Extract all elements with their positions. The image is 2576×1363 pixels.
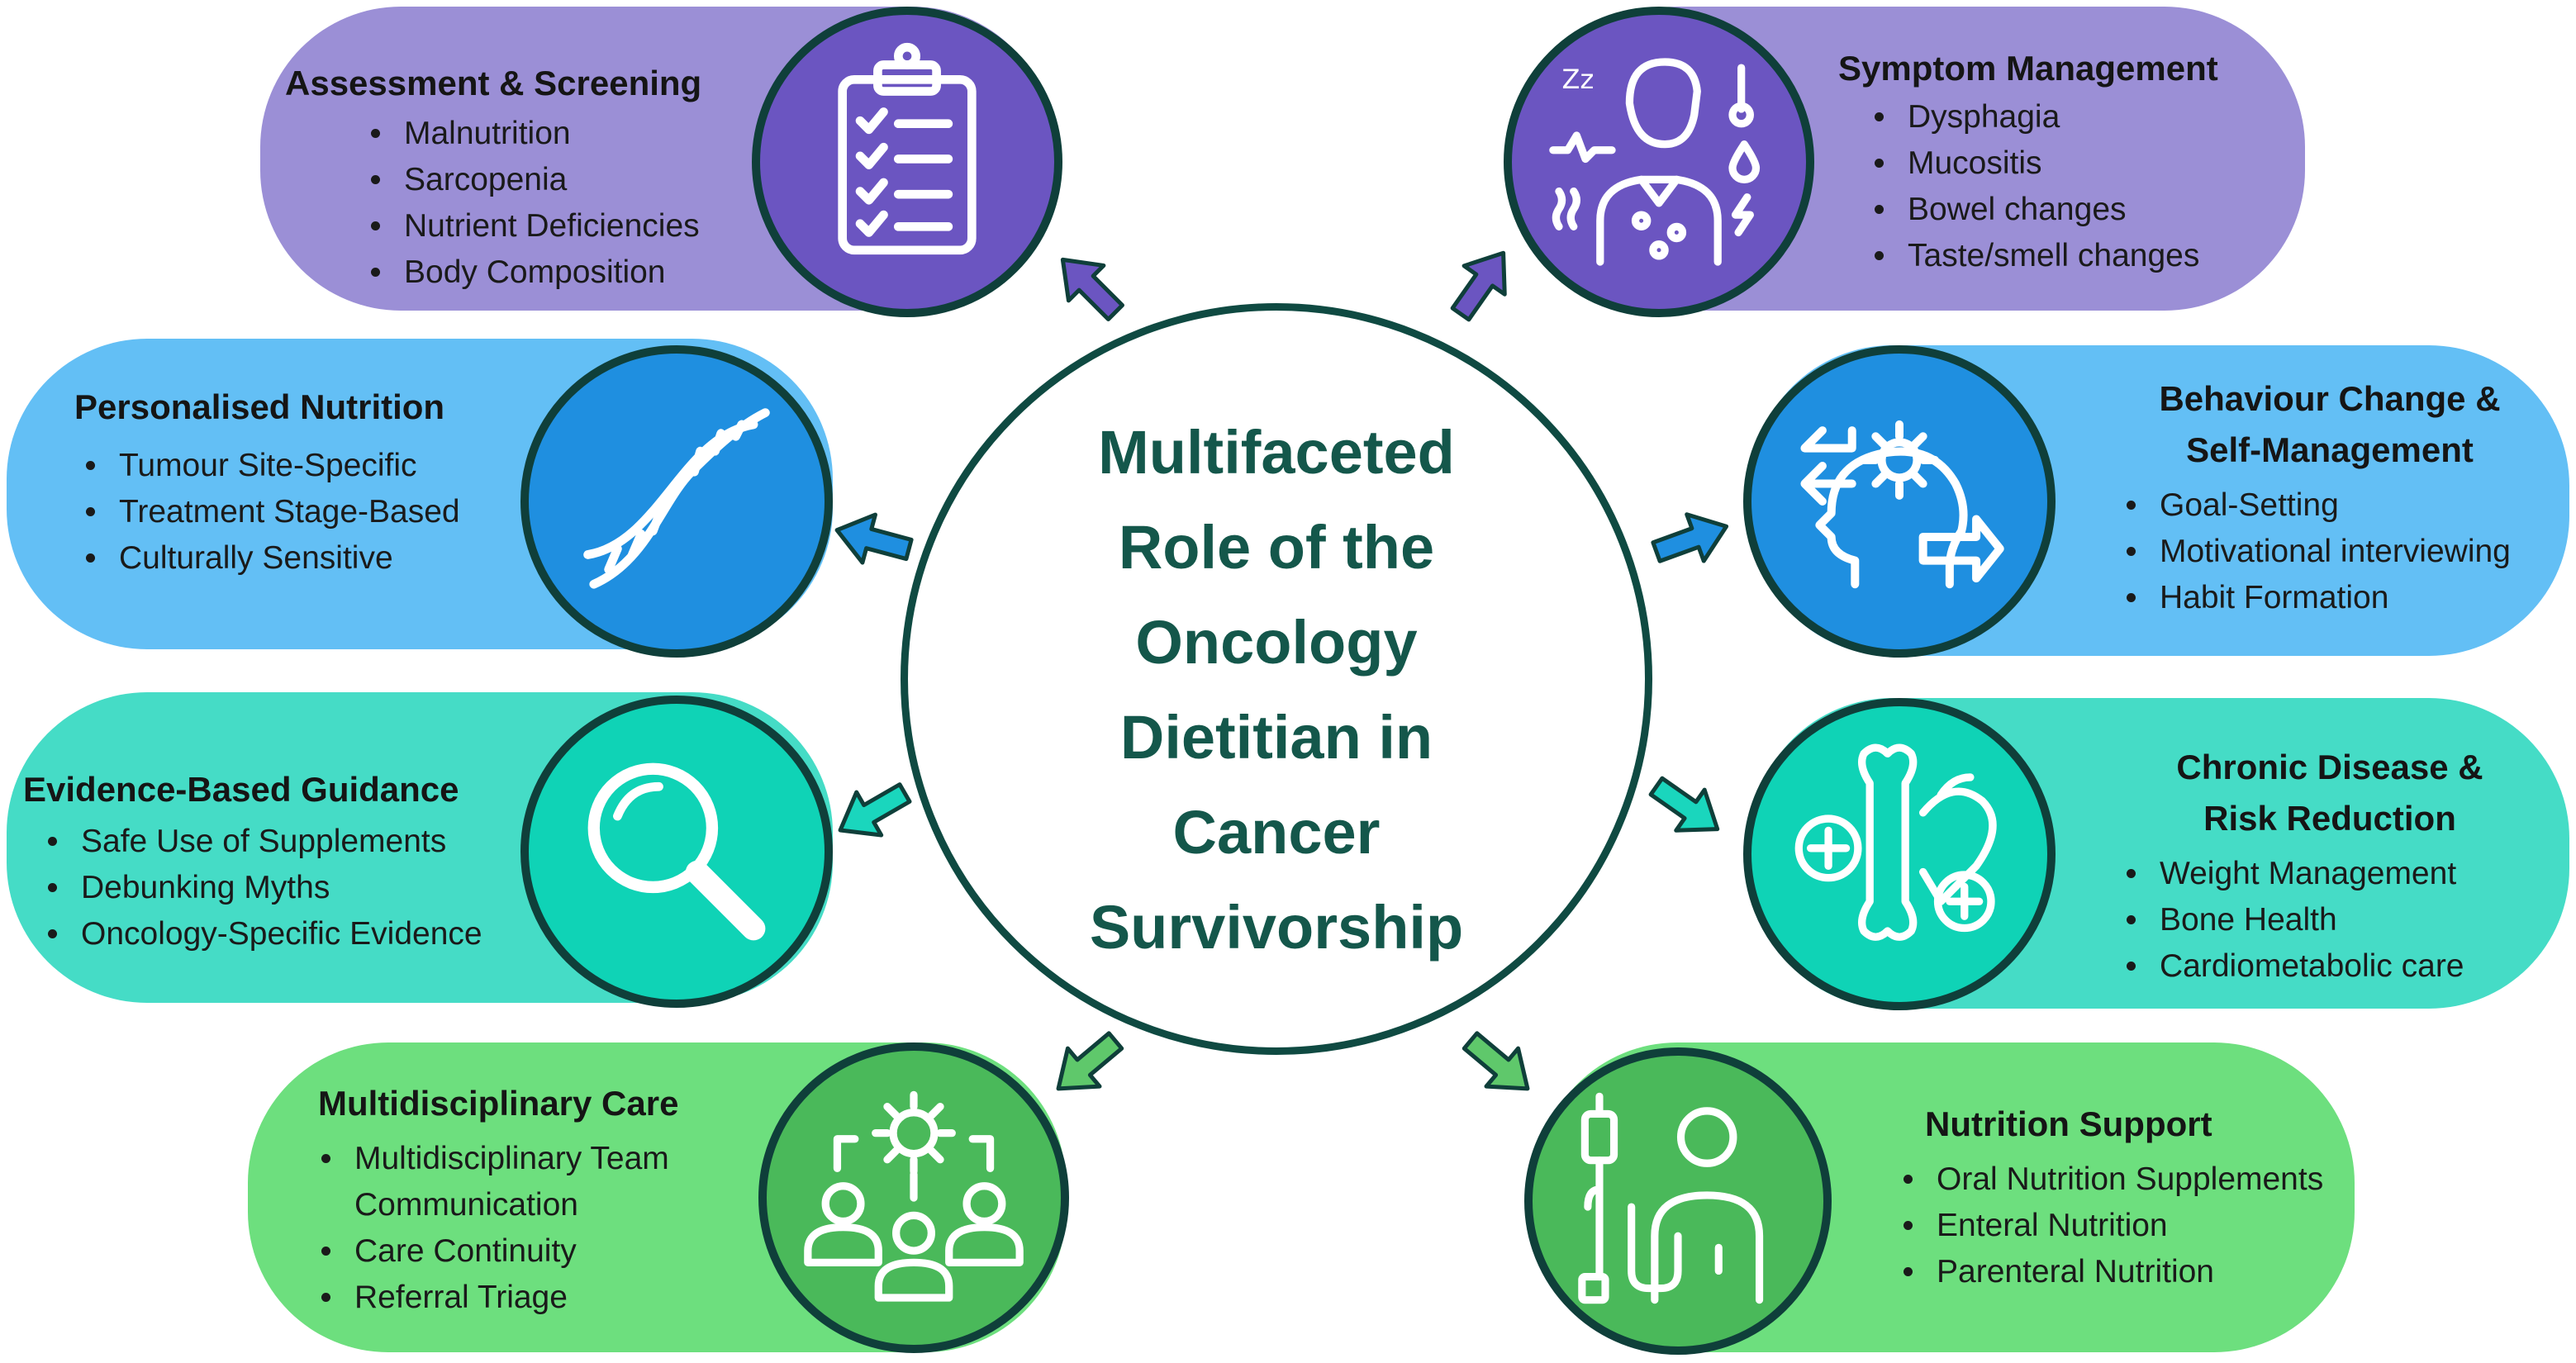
symptom-text: Symptom Management Dysphagia Mucositis B…: [1838, 43, 2284, 279]
multidisciplinary-title: Multidisciplinary Care: [318, 1084, 679, 1123]
list-item: Safe Use of Supplements: [45, 819, 502, 865]
list-item: Tumour Site-Specific: [83, 443, 504, 489]
arrow-to-symptom: [1440, 239, 1523, 328]
arrow-to-nutrition: [1455, 1022, 1544, 1108]
center-title-line: Survivorship: [1089, 893, 1464, 962]
svg-text:Zz: Zz: [1562, 64, 1595, 95]
list-item-continuation: Communication: [354, 1187, 578, 1223]
list-item: Referral Triage: [318, 1275, 748, 1321]
list-item: Goal-Setting: [2123, 482, 2536, 529]
center-title-line: Dietitian in: [1119, 703, 1433, 772]
list-item: Debunking Myths: [45, 865, 502, 911]
list-item: Weight Management: [2123, 851, 2536, 897]
list-item: Nutrient Deficiencies: [368, 203, 748, 249]
list-item: Malnutrition: [368, 111, 748, 157]
list-item: Cardiometabolic care: [2123, 943, 2536, 990]
list-item: Culturally Sensitive: [83, 535, 504, 582]
list-item: Enteral Nutrition: [1900, 1203, 2346, 1249]
evidence-title: Evidence-Based Guidance: [23, 770, 459, 809]
list-item: Motivational interviewing: [2123, 529, 2536, 575]
head-gear-arrows-icon: [1800, 420, 2004, 589]
symptom-icon-circle: Zz: [1504, 7, 1814, 317]
evidence-icon-circle: [520, 696, 833, 1008]
assessment-text: Assessment & Screening Malnutrition Sarc…: [285, 58, 748, 296]
list-item: Multidisciplinary Team: [318, 1136, 748, 1182]
arrow-to-assessment: [1045, 242, 1133, 330]
multidisciplinary-icon-circle: [758, 1042, 1069, 1353]
behaviour-icon-circle: [1743, 345, 2056, 658]
list-item: Care Continuity: [318, 1228, 748, 1275]
arrow-to-evidence: [828, 772, 917, 852]
dna-icon: [583, 408, 770, 589]
list-item: Oncology-Specific Evidence: [45, 911, 502, 957]
behaviour-title-line-1: Behaviour Change &: [2159, 379, 2501, 418]
personalised-icon-circle: [520, 345, 833, 658]
symptom-title: Symptom Management: [1838, 49, 2218, 88]
assessment-title: Assessment & Screening: [285, 64, 702, 102]
behaviour-title-line-2: Self-Management: [2186, 430, 2474, 469]
list-item: Dysphagia: [1871, 94, 2284, 140]
chronic-text: Chronic Disease & Risk Reduction Weight …: [2123, 742, 2536, 990]
center-title-line: Oncology: [1135, 608, 1418, 677]
list-item: Mucositis: [1871, 140, 2284, 187]
center-title: Multifaceted Role of the Oncology Dietit…: [934, 405, 1619, 975]
list-item: Oral Nutrition Supplements: [1900, 1156, 2346, 1203]
team-gear-icon: [804, 1090, 1024, 1302]
center-title-line: Role of the: [1118, 513, 1435, 582]
list-item: Sarcopenia: [368, 157, 748, 203]
arrow-to-personalised: [830, 506, 915, 573]
nutrition-text: Nutrition Support Oral Nutrition Supplem…: [1900, 1099, 2346, 1295]
assessment-icon-circle: [752, 7, 1062, 317]
chronic-icon-circle: [1743, 698, 2056, 1010]
center-circle: [901, 303, 1652, 1055]
arrow-to-behaviour: [1648, 503, 1735, 575]
magnifying-glass-icon: [587, 762, 766, 941]
list-item: Treatment Stage-Based: [83, 489, 504, 535]
evidence-text: Evidence-Based Guidance Safe Use of Supp…: [23, 764, 502, 957]
arrow-to-chronic: [1642, 766, 1732, 849]
nutrition-title: Nutrition Support: [1925, 1104, 2212, 1143]
bone-heart-icon: [1794, 743, 1997, 941]
list-item: Body Composition: [368, 249, 748, 296]
list-item: Habit Formation: [2123, 575, 2536, 621]
chronic-title-line-1: Chronic Disease &: [2176, 748, 2483, 786]
list-item: Parenteral Nutrition: [1900, 1249, 2346, 1295]
list-item: Bone Health: [2123, 897, 2536, 943]
personalised-title: Personalised Nutrition: [74, 387, 445, 426]
nutrition-icon-circle: [1524, 1047, 1832, 1355]
iv-drip-patient-icon: [1578, 1092, 1764, 1304]
arrow-to-multidisciplinary: [1043, 1022, 1132, 1108]
list-item: Bowel changes: [1871, 187, 2284, 233]
clipboard-checklist-icon: [838, 42, 977, 255]
personalised-text: Personalised Nutrition Tumour Site-Speci…: [74, 382, 504, 582]
chronic-title-line-2: Risk Reduction: [2203, 799, 2456, 838]
multidisciplinary-text: Multidisciplinary Care Multidisciplinary…: [318, 1078, 748, 1321]
behaviour-text: Behaviour Change & Self-Management Goal-…: [2123, 373, 2536, 621]
center-title-line: Multifaceted: [1098, 418, 1455, 487]
list-item: Taste/smell changes: [1871, 233, 2284, 279]
center-title-line: Cancer: [1172, 798, 1381, 867]
patient-symptoms-icon: Zz: [1549, 58, 1761, 266]
